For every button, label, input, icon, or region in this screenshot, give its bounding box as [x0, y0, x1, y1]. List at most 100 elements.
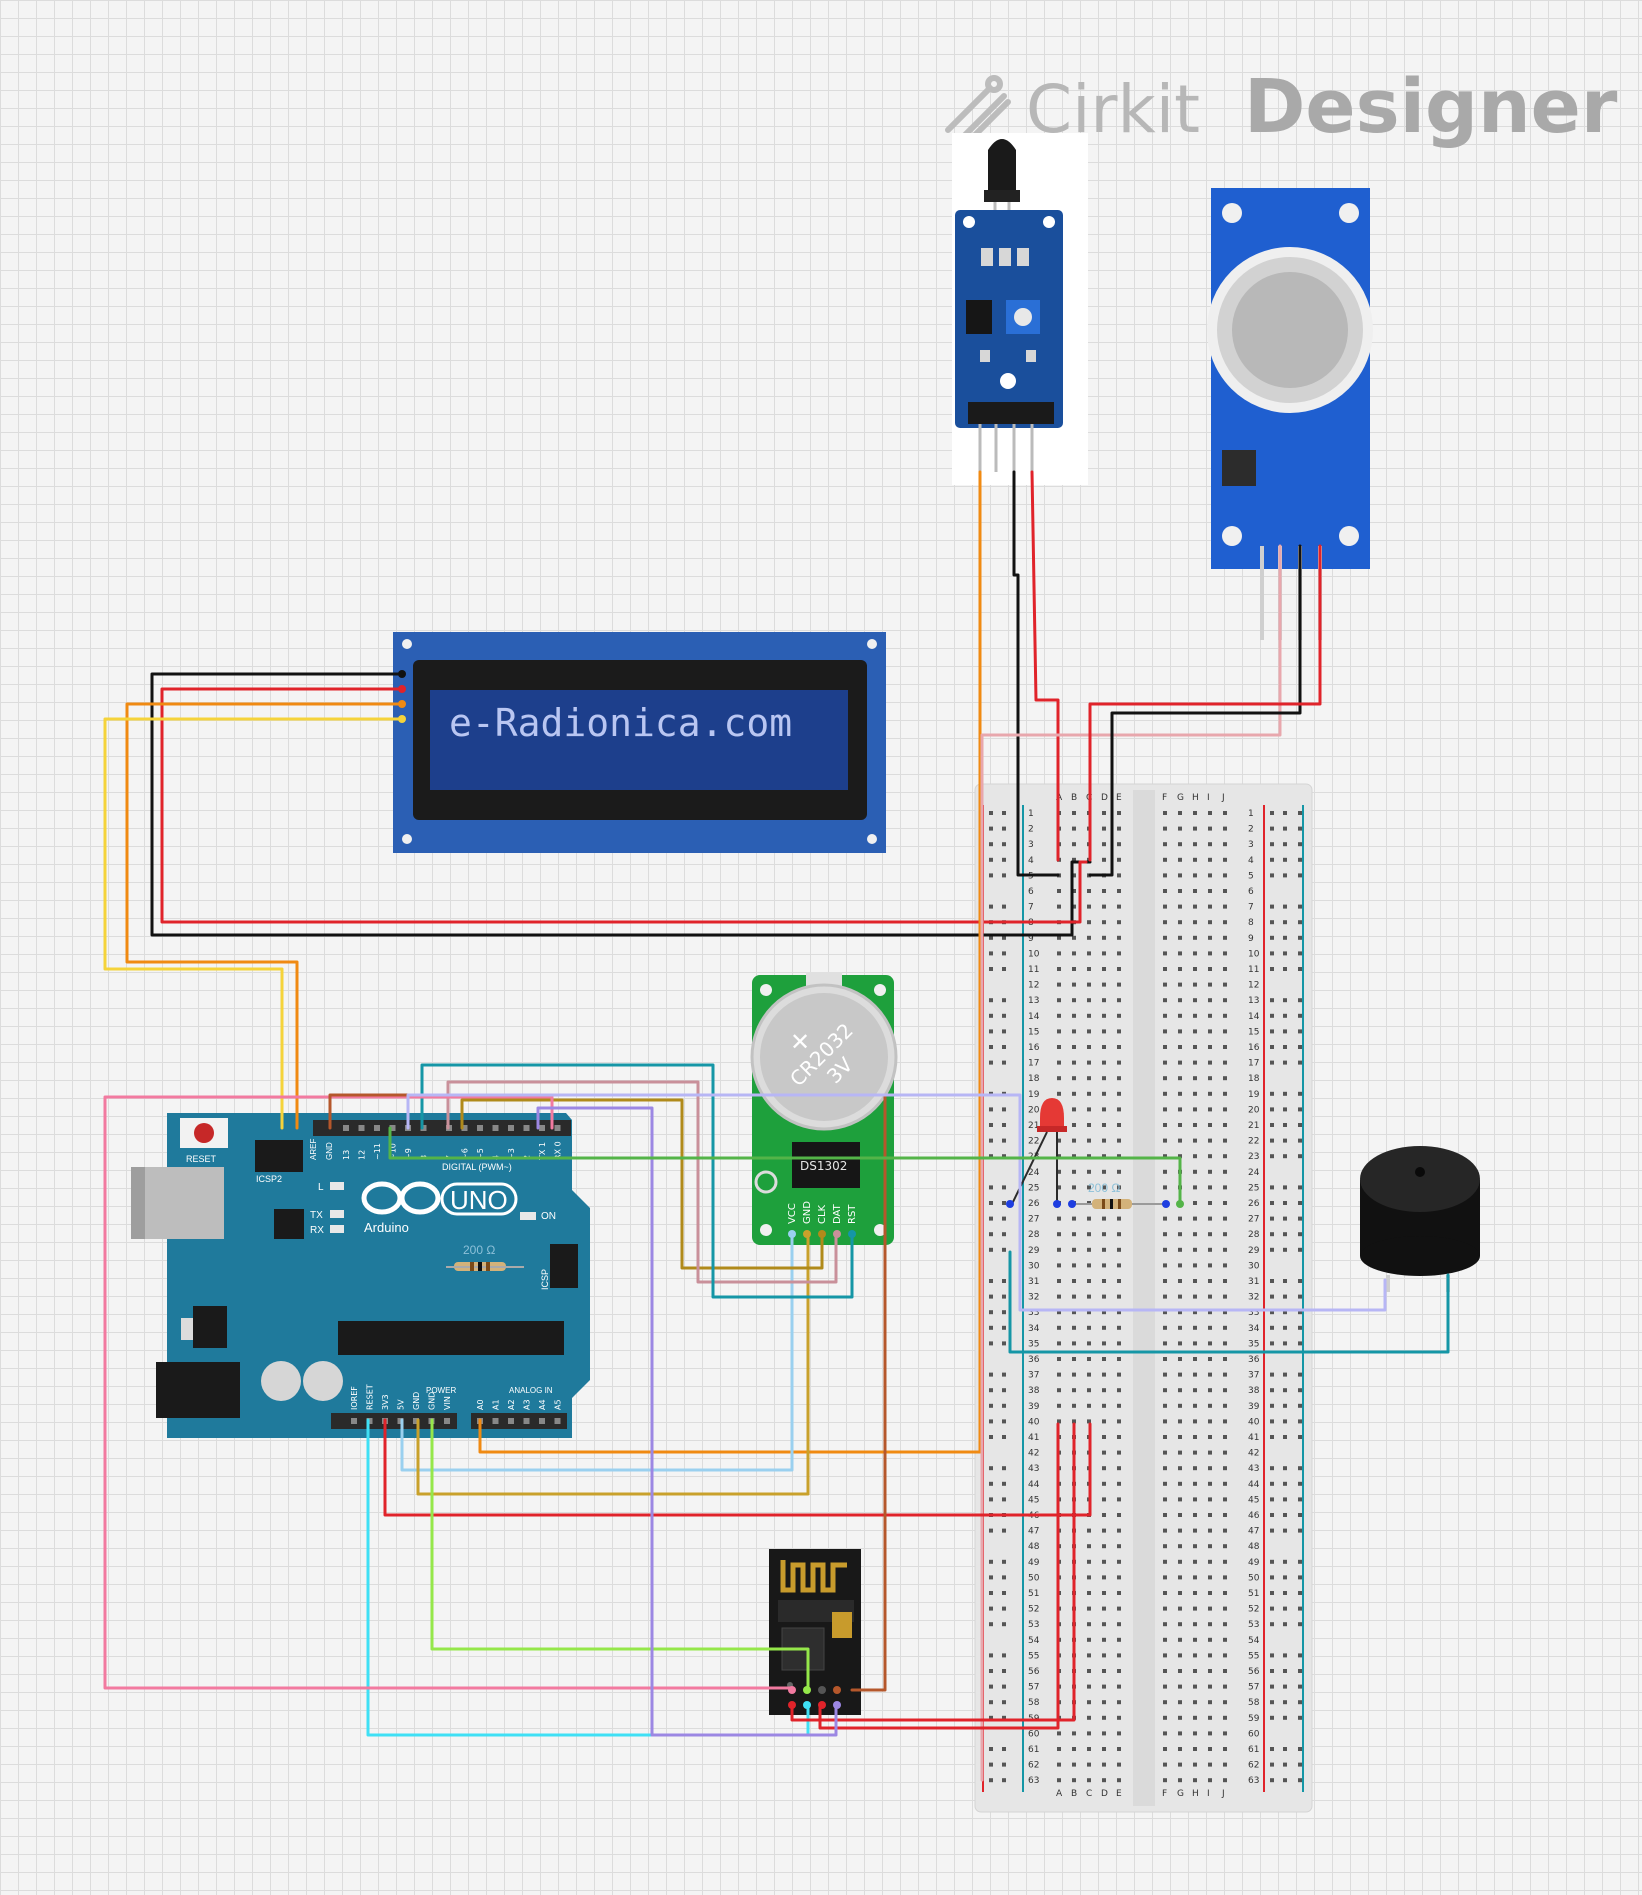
esp01-pin[interactable]: [818, 1686, 826, 1694]
wire-arduino-gnd-esp[interactable]: [430, 1418, 810, 1692]
wire-lcd-scl[interactable]: [103, 717, 404, 1130]
arduino-pin-label: A3: [523, 1399, 532, 1410]
wire-arduino-d7-breadboard[interactable]: [818, 1422, 1060, 1730]
arduino-pin[interactable]: [508, 1418, 514, 1424]
breadboard-column-letter: A: [1056, 1789, 1063, 1799]
breadboard-row-number: 61: [1028, 1745, 1039, 1755]
breadboard-row-number: 48: [1028, 1542, 1040, 1552]
arduino-pin[interactable]: [554, 1125, 561, 1131]
arduino-pin[interactable]: [492, 1125, 499, 1131]
breadboard-row-number: 24: [1248, 1168, 1260, 1178]
buzzer[interactable]: [1360, 1146, 1480, 1292]
rtc-pin-label: CLK: [817, 1204, 828, 1224]
wire-arduino-d5-breadboard[interactable]: [790, 1422, 1076, 1722]
breadboard-row-number: 10: [1028, 949, 1040, 959]
wire-buzzer-gnd[interactable]: [1008, 1250, 1450, 1354]
arduino-pin[interactable]: [523, 1418, 530, 1424]
breadboard-row-number: 59: [1248, 1714, 1260, 1724]
esp01-antenna-icon: [780, 1560, 847, 1593]
reset-label: RESET: [186, 1154, 217, 1164]
breadboard-row-number: 57: [1028, 1683, 1039, 1693]
lcd-mount-hole: [867, 639, 877, 649]
arduino-chip-small: [274, 1209, 304, 1239]
breadboard-row-number: 3: [1248, 840, 1254, 850]
breadboard-row-number: 12: [1028, 981, 1039, 991]
wire-flame-vcc[interactable]: [1030, 470, 1060, 862]
breadboard-row-number: 25: [1028, 1183, 1039, 1193]
breadboard-row-number: 4: [1248, 856, 1254, 866]
flame-ir-led-icon: [988, 139, 1016, 195]
wire-rtc-dat[interactable]: [446, 1080, 838, 1284]
arduino-pin[interactable]: [539, 1125, 545, 1131]
arduino-pin[interactable]: [477, 1125, 483, 1131]
wire-lcd-gnd[interactable]: [150, 672, 1092, 937]
breadboard-column-letter: E: [1116, 1789, 1122, 1799]
esp01-module[interactable]: [769, 1549, 861, 1715]
arduino-pin[interactable]: [374, 1125, 380, 1131]
wire-esp-rx[interactable]: [103, 1095, 794, 1692]
arduino-pin[interactable]: [444, 1418, 450, 1424]
breadboard-row-number: 2: [1248, 825, 1254, 835]
breadboard-row-number: 37: [1028, 1371, 1039, 1381]
arduino-pin-label: A4: [538, 1399, 547, 1410]
lcd-module[interactable]: e-Radionica.com: [393, 632, 886, 853]
arduino-pin-label: A0: [476, 1399, 485, 1410]
wire-esp-tx[interactable]: [536, 1106, 838, 1737]
wire-rtc-vcc[interactable]: [400, 1232, 794, 1472]
arduino-pin[interactable]: [358, 1125, 365, 1131]
breadboard-column-letter: G: [1177, 1789, 1184, 1799]
breadboard-row-number: 55: [1248, 1651, 1259, 1661]
arduino-pin[interactable]: [389, 1125, 396, 1131]
wire-rtc-rst[interactable]: [420, 1063, 854, 1299]
arduino-pin[interactable]: [461, 1125, 468, 1131]
wire-led-signal[interactable]: [406, 1093, 1387, 1312]
breadboard-row-number: 39: [1248, 1402, 1260, 1412]
breadboard-row-number: 22: [1028, 1137, 1039, 1147]
wire-arduino-5v-rail[interactable]: [383, 1418, 1092, 1517]
wire-flame-gnd[interactable]: [1012, 470, 1060, 877]
breadboard-row-number: 6: [1248, 887, 1254, 897]
red-led[interactable]: [1011, 1098, 1067, 1205]
wire-lcd-vcc[interactable]: [160, 687, 1088, 924]
breadboard-center-channel: [1133, 790, 1155, 1806]
arduino-pin[interactable]: [351, 1418, 357, 1424]
breadboard-row-number: 47: [1028, 1527, 1039, 1537]
breadboard-row-number: 6: [1028, 887, 1034, 897]
breadboard-row-number: 19: [1248, 1090, 1260, 1100]
wire-gas-a0[interactable]: [980, 544, 1282, 1782]
breadboard-column-letter: I: [1207, 1789, 1210, 1799]
breadboard-row-number: 56: [1248, 1667, 1260, 1677]
breadboard-row-number: 27: [1248, 1215, 1259, 1225]
arduino-pin[interactable]: [508, 1125, 514, 1131]
breadboard-row-number: 14: [1028, 1012, 1040, 1022]
wire-gas-vcc[interactable]: [1088, 544, 1322, 862]
arduino-pin[interactable]: [492, 1418, 499, 1424]
arduino-pin[interactable]: [523, 1125, 530, 1131]
flame-sensor[interactable]: [952, 133, 1088, 485]
gas-sensor[interactable]: [1207, 188, 1373, 640]
arduino-pin[interactable]: [413, 1418, 419, 1424]
wire-led-ground[interactable]: [388, 1126, 1182, 1206]
voltage-regulator: [193, 1306, 227, 1348]
icsp2-header: [255, 1140, 303, 1172]
breadboard-row-number: 13: [1028, 996, 1039, 1006]
breadboard-row-number: 33: [1028, 1308, 1039, 1318]
breadboard-row-number: 2: [1028, 825, 1034, 835]
wire-lcd-sda[interactable]: [125, 702, 404, 1130]
arduino-pin[interactable]: [554, 1418, 561, 1424]
esp01-pin[interactable]: [833, 1686, 841, 1694]
wire-flame-a0[interactable]: [478, 470, 982, 1454]
arduino-brand: Arduino: [364, 1220, 409, 1235]
wire-gas-gnd[interactable]: [1088, 544, 1302, 877]
breadboard-row-number: 49: [1248, 1558, 1260, 1568]
rtc-pin-label: DAT: [832, 1203, 843, 1224]
arduino-pin[interactable]: [343, 1125, 349, 1131]
arduino-pin[interactable]: [539, 1418, 545, 1424]
led-resistor[interactable]: 200 Ω: [1072, 1181, 1166, 1209]
arduino-uno[interactable]: RESET ICSP2 DIGITAL (PWM~) L TX RX UNO A…: [131, 1113, 590, 1438]
rtc-chip-label: DS1302: [800, 1159, 847, 1173]
wire-rtc-clk[interactable]: [460, 1098, 824, 1270]
breadboard-row-number: 36: [1248, 1355, 1260, 1365]
wire-rtc-gnd[interactable]: [416, 1232, 810, 1496]
